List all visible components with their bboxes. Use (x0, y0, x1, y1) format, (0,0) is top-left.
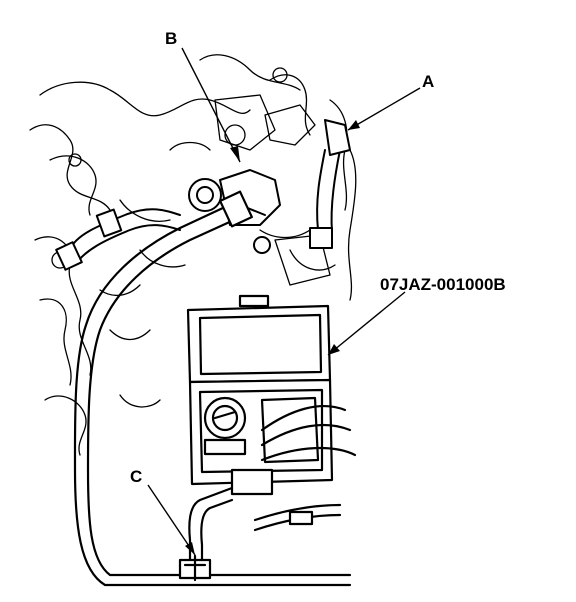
callout-b: B (165, 29, 177, 48)
leader-arrowheads (185, 120, 360, 555)
engine-outline (29, 54, 357, 456)
lower-hose (178, 486, 342, 582)
arrowhead-tool (328, 344, 340, 355)
leader-c (147, 484, 196, 556)
arrowhead-b (230, 146, 240, 162)
callout-tool-number: 07JAZ-001000B (380, 275, 506, 294)
right-hose (309, 119, 351, 249)
left-hose (55, 208, 181, 271)
gauge-hose (73, 190, 352, 587)
leader-b (181, 47, 241, 163)
leader-tool (327, 291, 406, 356)
leader-a (347, 87, 421, 131)
arrowhead-c (185, 542, 195, 555)
pressure-regulator (188, 169, 281, 254)
callout-a: A (422, 72, 434, 91)
callout-c: C (130, 467, 142, 486)
gauge-tool-case (186, 294, 357, 496)
arrowhead-a (348, 120, 360, 130)
leader-lines (147, 47, 421, 556)
